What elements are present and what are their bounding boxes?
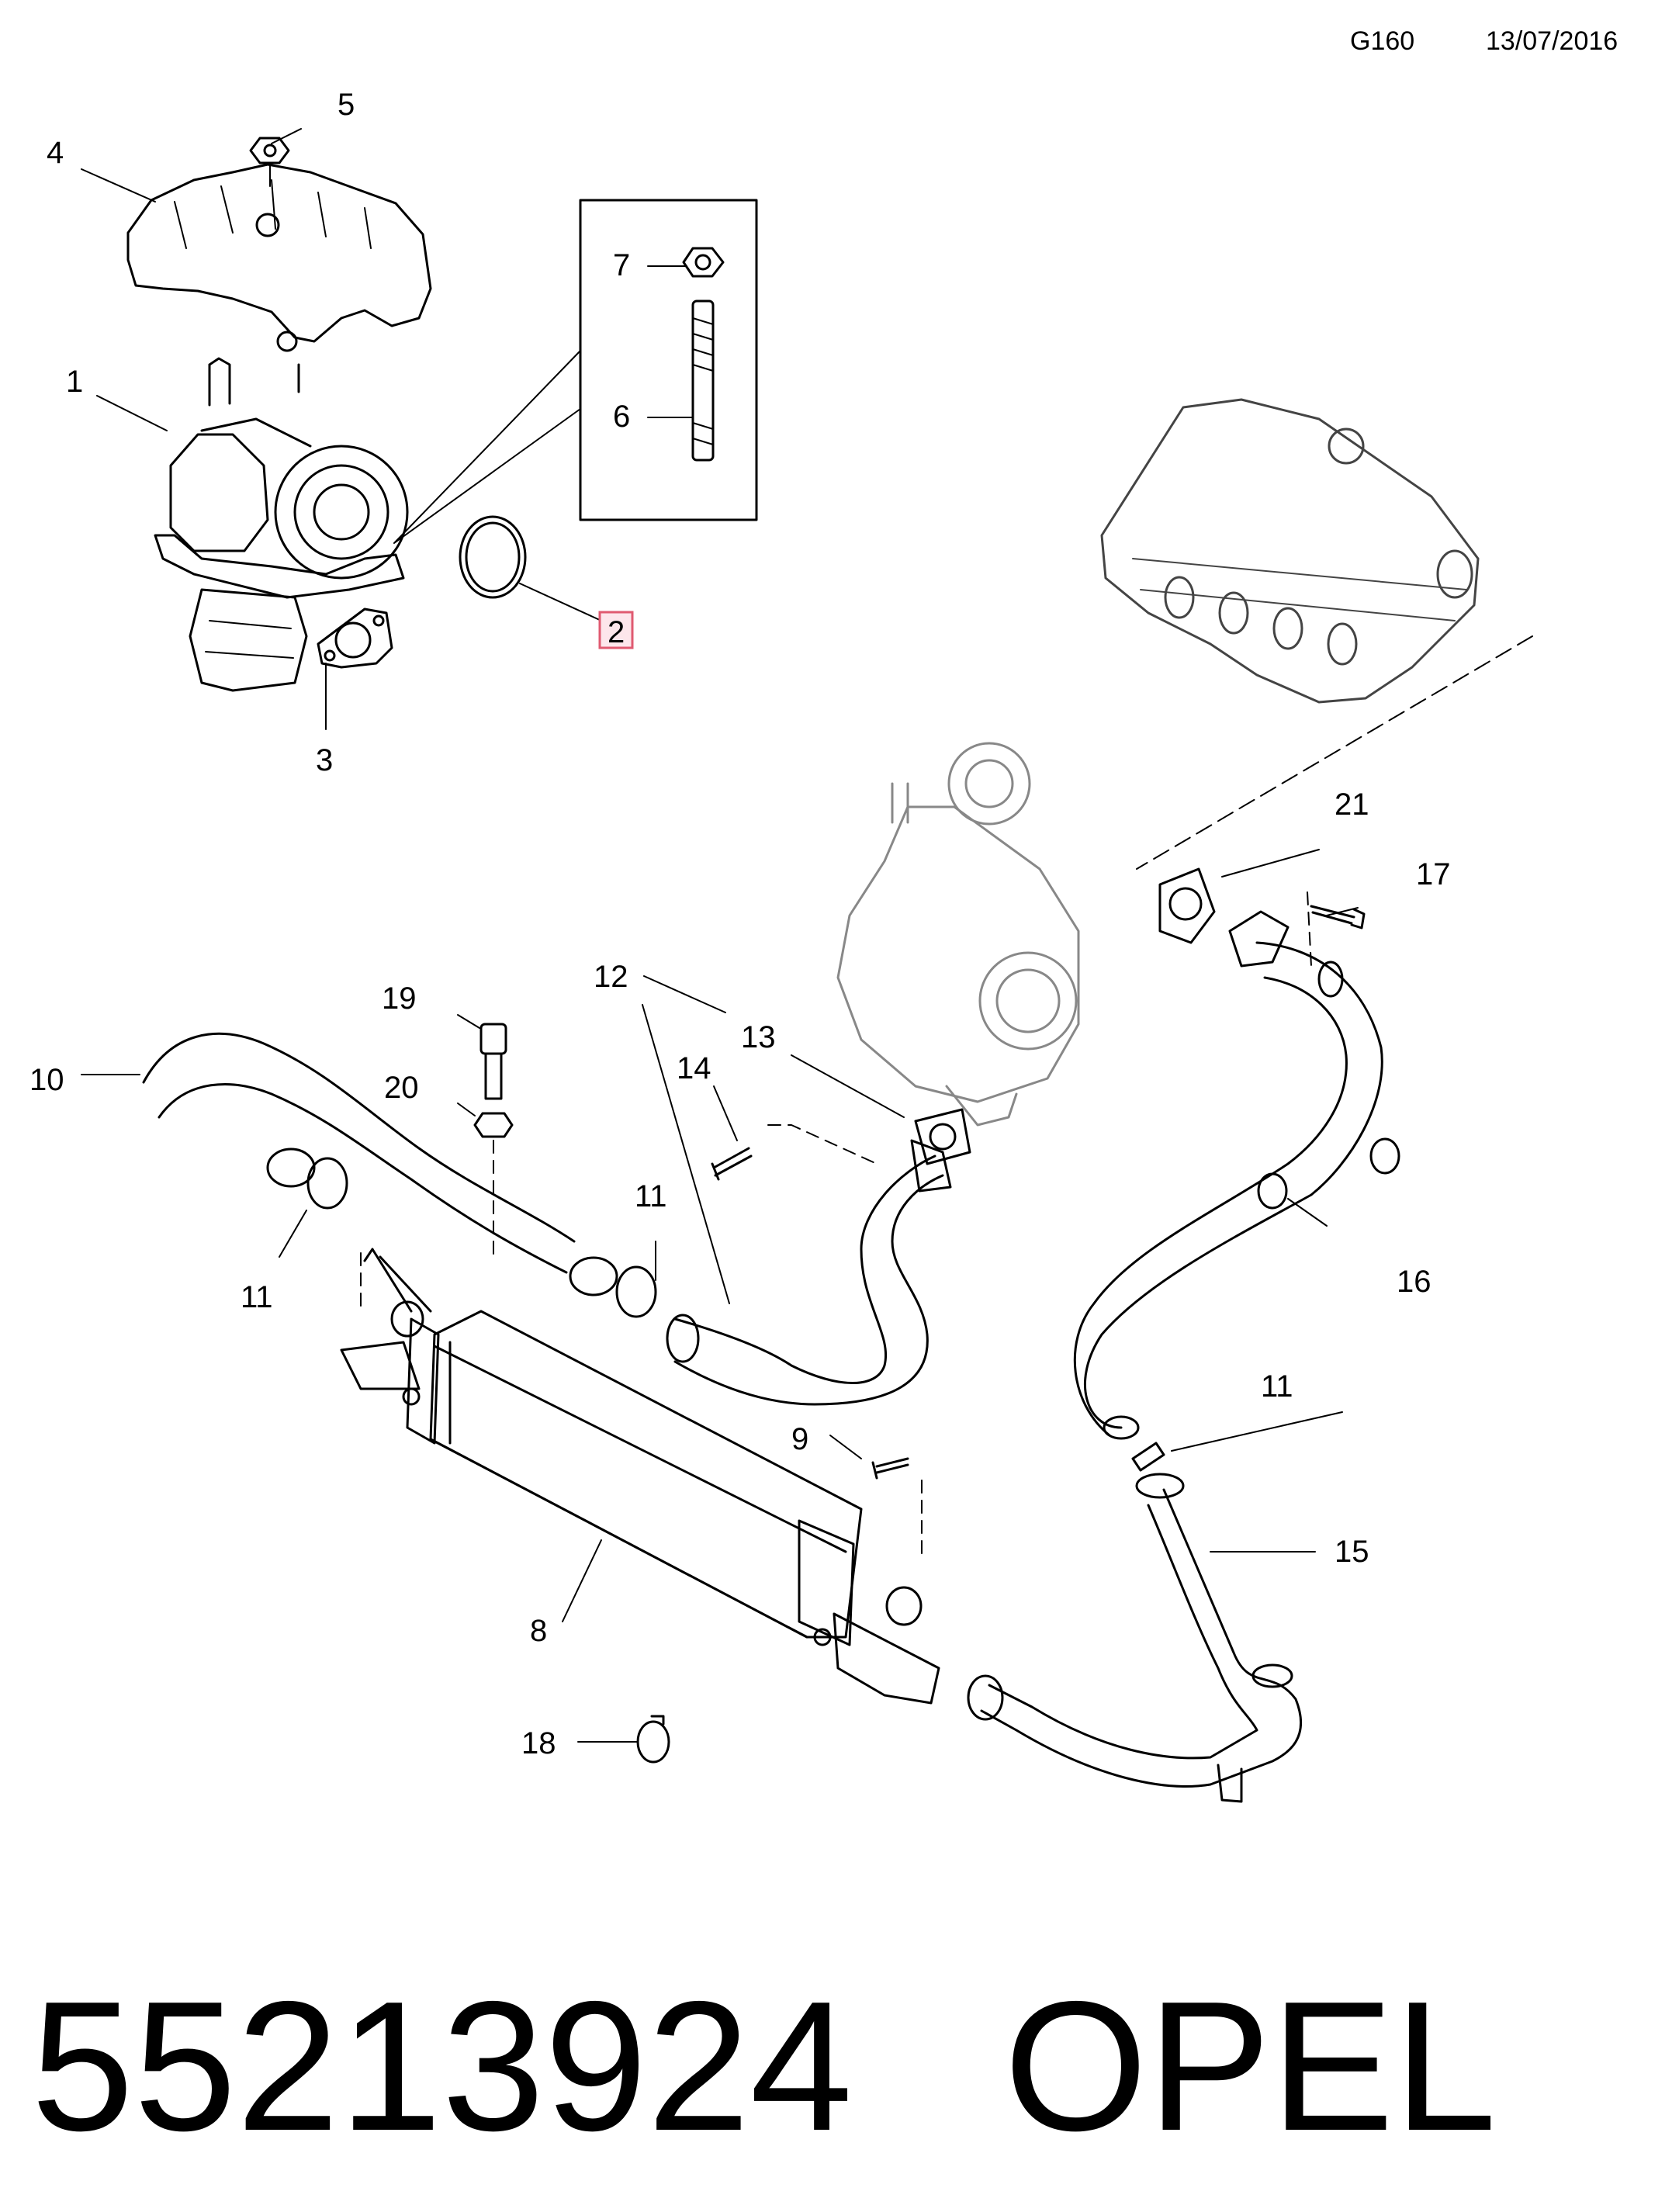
callout-1: 1 — [66, 365, 83, 399]
hose-clamp-11b-part — [615, 1265, 657, 1318]
bolt-9-part — [871, 1457, 909, 1480]
charge-pipe-15-part — [967, 1473, 1302, 1803]
charge-pipe-12-part — [666, 1139, 952, 1406]
callout-10: 10 — [29, 1063, 64, 1097]
callout-21: 21 — [1335, 788, 1369, 822]
hose-clamp-11a-part — [306, 1157, 348, 1210]
intake-manifold-part — [1100, 398, 1480, 704]
brand-name: OPEL — [1003, 1964, 1497, 2169]
callout-4: 4 — [47, 136, 64, 170]
callout-9: 9 — [791, 1422, 808, 1456]
callout-16: 16 — [1397, 1265, 1431, 1299]
part-number: 55213924 — [31, 1964, 853, 2169]
callout-11c: 11 — [1261, 1369, 1293, 1404]
heat-shield-part — [126, 163, 432, 352]
callout-5: 5 — [338, 88, 355, 122]
hose-clamp-11c-part — [1131, 1442, 1165, 1472]
inset-box — [393, 199, 758, 544]
callout-6: 6 — [613, 400, 630, 434]
callout-7: 7 — [613, 248, 630, 282]
callout-11b: 11 — [635, 1179, 667, 1213]
callout-13: 13 — [741, 1020, 776, 1054]
washer-20-part — [473, 1112, 514, 1138]
seal-ring-part — [459, 515, 527, 599]
nut-part — [249, 137, 290, 187]
diagram-code: G160 — [1350, 26, 1415, 56]
intercooler-part — [340, 1248, 940, 1705]
turbocharger-faded-part — [836, 742, 1080, 1127]
charge-pipe-16-part — [1073, 910, 1400, 1440]
hose-clamp-18-part — [636, 1715, 670, 1764]
callout-19: 19 — [382, 981, 417, 1016]
diagram-date: 13/07/2016 — [1486, 26, 1618, 56]
intake-dashed-link — [1136, 635, 1533, 870]
bolt-14-part — [711, 1147, 753, 1181]
parts-diagram: 5 4 1 2 3 7 6 21 17 12 13 14 19 20 10 11… — [29, 88, 1533, 1803]
callout-3: 3 — [316, 743, 333, 777]
callout-17: 17 — [1416, 857, 1451, 891]
callout-2: 2 — [608, 615, 625, 649]
bolt-19-part — [479, 1023, 507, 1100]
callout-2-highlight — [598, 611, 634, 649]
gasket-13-part — [914, 1108, 971, 1165]
callout-11a: 11 — [241, 1280, 273, 1314]
turbocharger-part — [154, 357, 409, 692]
callout-14: 14 — [677, 1051, 711, 1085]
flange-gasket-part — [1158, 867, 1216, 944]
bolt-17-part — [1310, 905, 1366, 929]
callout-8: 8 — [530, 1614, 547, 1648]
leader-lines — [81, 128, 1359, 1743]
turbo-gasket-part — [317, 608, 393, 669]
callout-18: 18 — [521, 1726, 556, 1760]
callout-12: 12 — [594, 960, 628, 994]
callout-20: 20 — [384, 1071, 419, 1105]
callout-15: 15 — [1335, 1535, 1369, 1569]
